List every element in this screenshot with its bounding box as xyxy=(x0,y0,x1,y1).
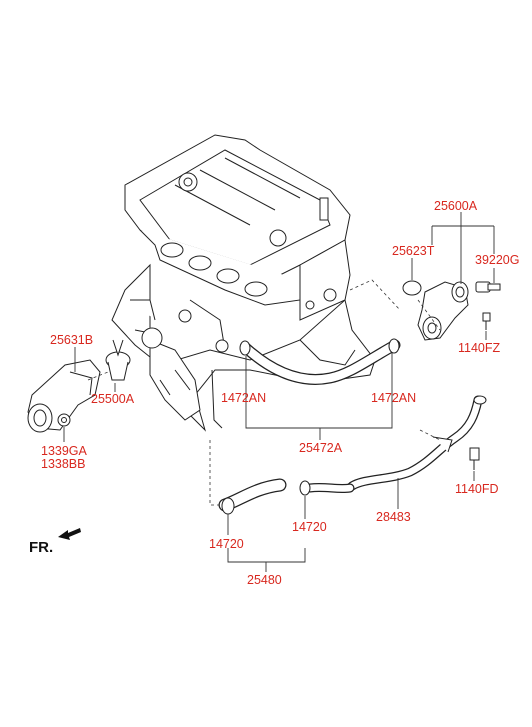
thermostat xyxy=(105,339,131,381)
hose-25480 xyxy=(218,478,355,515)
label-1140FZ: 1140FZ xyxy=(458,341,501,355)
label-1338BB: 1338BB xyxy=(41,457,85,471)
label-1339GA: 1339GA xyxy=(41,444,88,458)
label-25480: 25480 xyxy=(247,573,282,587)
direction-label: FR. xyxy=(29,539,53,556)
label-25623T: 25623T xyxy=(392,244,435,258)
label-25472A: 25472A xyxy=(299,441,343,455)
leader-lines xyxy=(63,212,495,572)
label-25631B: 25631B xyxy=(50,333,93,347)
label-1140FD: 1140FD xyxy=(455,482,499,496)
front-direction-indicator: FR. xyxy=(29,528,81,556)
temp-sensor-39220G xyxy=(475,281,501,293)
bolt-1140FD xyxy=(469,447,480,470)
bolt-1339GA xyxy=(57,413,71,427)
gasket-25623T xyxy=(402,280,422,296)
guide-line xyxy=(419,429,441,441)
label-28483: 28483 xyxy=(376,510,411,524)
part-labels: 25600A 25623T 39220G 1140FZ 25631B 25500… xyxy=(41,199,519,587)
label-25500A: 25500A xyxy=(91,392,135,406)
pipe-28483 xyxy=(347,395,487,491)
guide-line xyxy=(349,279,401,311)
guide-line xyxy=(417,299,441,331)
thermostat-housing xyxy=(27,359,101,433)
label-14720-left: 14720 xyxy=(209,537,244,551)
label-25600A: 25600A xyxy=(434,199,478,213)
engine-block xyxy=(111,134,376,432)
label-1472AN-right: 1472AN xyxy=(371,391,416,405)
label-39220G: 39220G xyxy=(475,253,519,267)
bolt-1140FZ xyxy=(482,312,491,330)
water-outlet-fitting xyxy=(417,281,469,341)
guide-line xyxy=(209,440,222,506)
front-arrow-icon xyxy=(58,528,81,540)
hose-25472A xyxy=(239,338,401,385)
label-14720-right: 14720 xyxy=(292,520,327,534)
label-1472AN-left: 1472AN xyxy=(221,391,266,405)
